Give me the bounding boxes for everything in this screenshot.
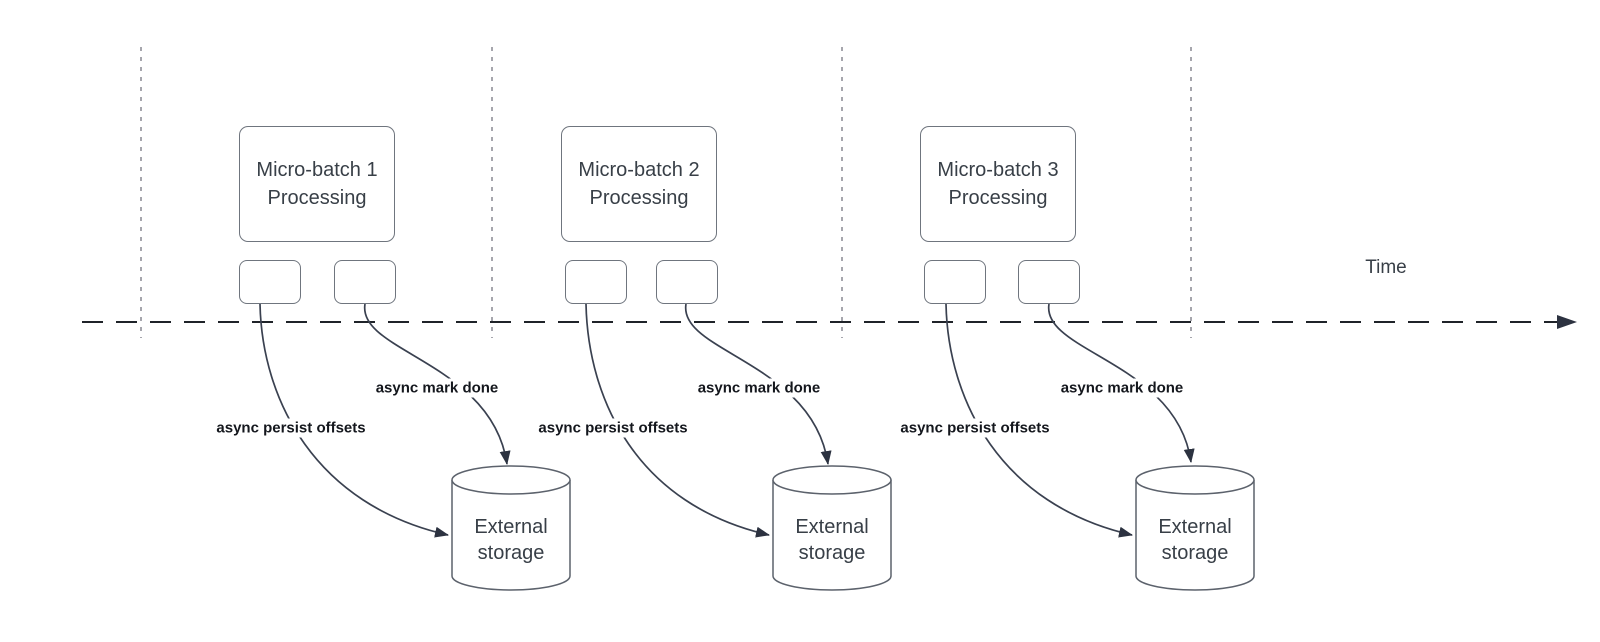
persist-offsets-label-3: async persist offsets: [897, 418, 1053, 438]
mark-done-arrow-1: [364, 303, 511, 465]
external-storage-label-2: External storage: [795, 516, 869, 564]
micro-batch-3-task-box-b: [1018, 260, 1080, 304]
time-label: Time: [1365, 257, 1407, 278]
mark-done-arrow-3: [1048, 303, 1195, 463]
persist-offsets-arrow-3: [945, 303, 1133, 538]
micro-batch-3-task-box-a: [924, 260, 986, 304]
time-axis-arrowhead-icon: [1557, 315, 1577, 329]
persist-offsets-arrow-1: [259, 303, 449, 538]
micro-batch-3-box: Micro-batch 3 Processing: [920, 126, 1076, 242]
micro-batch-1-subtitle: Processing: [267, 187, 367, 209]
mark-done-arrow-2: [685, 303, 832, 465]
mark-done-label-3: async mark done: [1057, 378, 1187, 398]
external-storage-label-1: External storage: [474, 516, 548, 564]
micro-batch-3-subtitle: Processing: [948, 187, 1048, 209]
micro-batch-2-title: Micro-batch 2: [578, 159, 700, 181]
external-storage-cylinder-3: [1135, 465, 1255, 591]
external-storage-cylinder-2: [772, 465, 892, 591]
persist-offsets-label-1: async persist offsets: [213, 418, 369, 438]
persist-offsets-label-2: async persist offsets: [535, 418, 691, 438]
external-storage-label-3: External storage: [1158, 516, 1232, 564]
mark-done-label-1: async mark done: [372, 378, 502, 398]
micro-batch-1-box: Micro-batch 1 Processing: [239, 126, 395, 242]
micro-batch-1-task-box-a: [239, 260, 301, 304]
micro-batch-1-task-box-b: [334, 260, 396, 304]
micro-batch-3-title: Micro-batch 3: [937, 159, 1059, 181]
micro-batch-1-title: Micro-batch 1: [256, 159, 378, 181]
micro-batch-2-subtitle: Processing: [589, 187, 689, 209]
mark-done-label-2: async mark done: [694, 378, 824, 398]
micro-batch-2-task-box-a: [565, 260, 627, 304]
persist-offsets-arrow-2: [585, 303, 770, 538]
external-storage-cylinder-1: [451, 465, 571, 591]
micro-batch-2-box: Micro-batch 2 Processing: [561, 126, 717, 242]
micro-batch-2-task-box-b: [656, 260, 718, 304]
